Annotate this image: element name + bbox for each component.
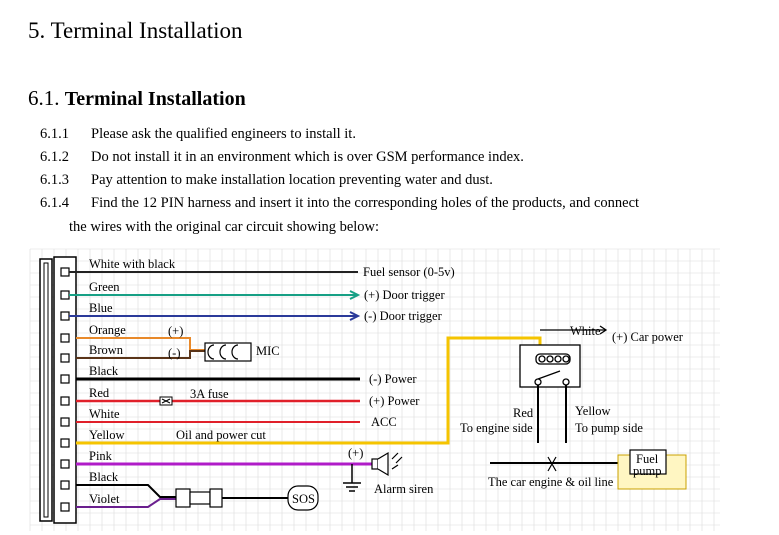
- relay-red-label: Red: [513, 406, 534, 420]
- fuel-pump: [617, 449, 687, 490]
- harness-pin: [60, 353, 70, 363]
- step-text: Please ask the qualified engineers to in…: [91, 126, 356, 142]
- wire-label: Pink: [89, 449, 113, 463]
- harness-pin: [60, 396, 70, 406]
- wire-label: Orange: [89, 323, 126, 337]
- harness-pin: [60, 311, 70, 321]
- harness-pin: [60, 480, 70, 490]
- fuse-label: 3A fuse: [190, 387, 229, 401]
- wiring-diagram-svg: White with blackGreenBlueOrangeBrownBlac…: [29, 248, 720, 531]
- step-number: 6.1.4: [40, 195, 69, 211]
- to-pump-side-label: To pump side: [575, 421, 643, 435]
- oil-cut-wire: [76, 336, 542, 445]
- subsection-heading: 6.1. Terminal Installation: [28, 86, 246, 111]
- acc-label: ACC: [371, 415, 397, 429]
- relay: [490, 325, 620, 472]
- harness-pin: [60, 459, 70, 469]
- step-item: 6.1.3 Pay attention to make installation …: [40, 172, 493, 189]
- relay-white-label: White: [570, 324, 601, 338]
- step-text: Do not install it in an environment whic…: [91, 149, 524, 165]
- step-text: Find the 12 PIN harness and insert it in…: [91, 195, 640, 211]
- oil-cut-label: Oil and power cut: [176, 428, 266, 442]
- wire-label: Green: [89, 280, 120, 294]
- sos-connection: [76, 484, 319, 511]
- door-trigger-negative-label: (-) Door trigger: [364, 309, 443, 323]
- wire-ends: [110, 271, 361, 321]
- oil-line-label: The car engine & oil line: [488, 475, 614, 489]
- subsection-number: 6.1.: [28, 86, 60, 110]
- door-trigger-positive-label: (+) Door trigger: [364, 288, 445, 302]
- mic-label: MIC: [256, 344, 280, 358]
- siren-connection: [76, 451, 403, 492]
- harness-pin: [60, 290, 70, 300]
- relay-yellow-label: Yellow: [575, 404, 611, 418]
- section-heading: 5. Terminal Installation: [28, 18, 243, 44]
- sos-label: SOS: [292, 492, 315, 506]
- power-positive-wire: [76, 396, 360, 406]
- harness-pin: [60, 267, 70, 277]
- siren-plus-label: (+): [348, 446, 363, 460]
- power-positive-label: (+) Power: [369, 394, 420, 408]
- step-item: 6.1.1 Please ask the qualified engineers …: [40, 126, 356, 143]
- wire-label: Yellow: [89, 428, 125, 442]
- mic-connection: [76, 337, 252, 362]
- harness-pin: [60, 374, 70, 384]
- subsection-title: Terminal Installation: [64, 88, 246, 110]
- mic-plus-label: (+): [168, 324, 183, 338]
- harness-pin: [60, 417, 70, 427]
- car-power-label: (+) Car power: [612, 330, 684, 344]
- pump-label: pump: [633, 464, 661, 478]
- wire-label: Red: [89, 386, 110, 400]
- harness-pin: [60, 333, 70, 343]
- wire-label: White: [89, 407, 120, 421]
- step-number: 6.1.3: [40, 172, 69, 188]
- fuel-sensor-label: Fuel sensor (0-5v): [363, 265, 455, 279]
- wire-label: Blue: [89, 301, 113, 315]
- wire-label: Brown: [89, 343, 124, 357]
- power-negative-label: (-) Power: [369, 372, 417, 386]
- mic-minus-label: (-): [168, 346, 181, 360]
- step-item: 6.1.4 Find the 12 PIN harness and insert …: [40, 195, 639, 212]
- harness-pin: [60, 438, 70, 448]
- harness-connector: [39, 256, 77, 524]
- step-number: 6.1.1: [40, 126, 69, 142]
- harness-pin: [60, 502, 70, 512]
- section-title: Terminal Installation: [50, 18, 243, 43]
- wire-label: Violet: [89, 492, 120, 506]
- step-item: 6.1.2 Do not install it in an environment…: [40, 149, 524, 166]
- section-number: 5.: [28, 18, 46, 43]
- step-text: Pay attention to make installation locat…: [91, 172, 493, 188]
- step-number: 6.1.2: [40, 149, 69, 165]
- wire-label: White with black: [89, 257, 176, 271]
- wire-label: Black: [89, 364, 119, 378]
- wire-label: Black: [89, 470, 119, 484]
- alarm-siren-label: Alarm siren: [374, 482, 434, 496]
- to-engine-side-label: To engine side: [460, 421, 533, 435]
- fuel-label: Fuel: [636, 452, 659, 466]
- step-text-continued: the wires with the original car circuit …: [69, 219, 380, 235]
